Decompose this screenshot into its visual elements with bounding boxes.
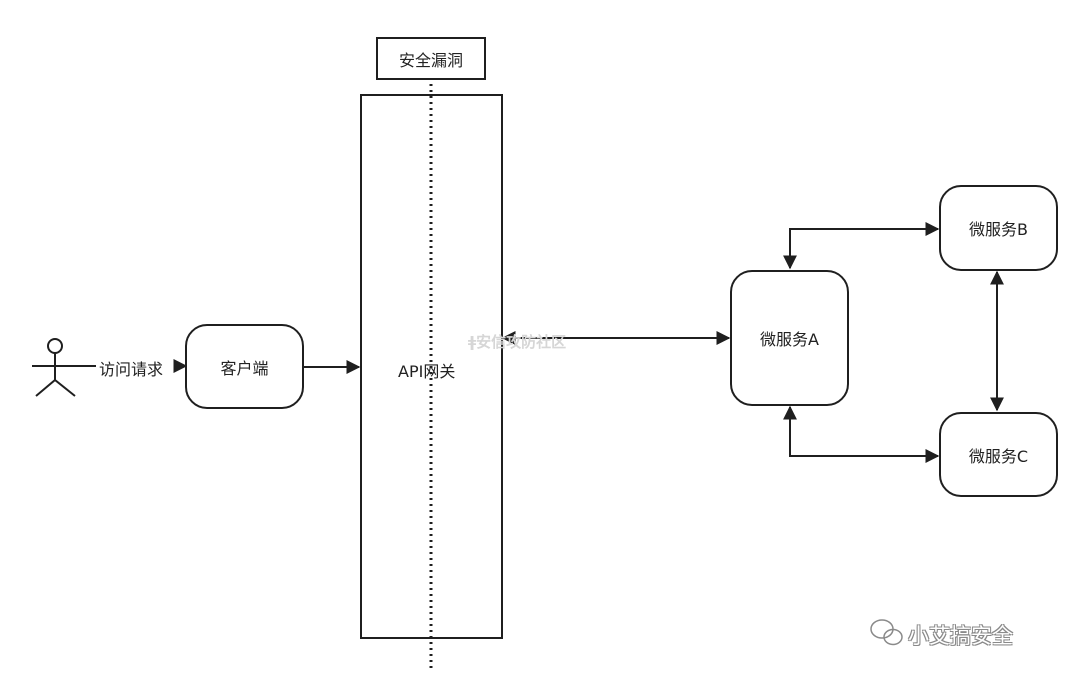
wechat-logo-icon <box>870 619 903 646</box>
access-request-label: 访问请求 <box>99 360 164 379</box>
client-box[interactable]: 客户端 <box>185 324 304 409</box>
vulnerability-tag: 安全漏洞 <box>376 37 486 80</box>
faint-watermark: ǂ安信攻防社区 <box>468 333 567 351</box>
api-gateway-label: API网关 <box>398 362 456 381</box>
corner-watermark: 小艾搞安全 <box>908 624 1013 648</box>
client-label: 客户端 <box>220 358 269 378</box>
service-a-label: 微服务A <box>760 330 819 349</box>
service-b-box[interactable]: 微服务B <box>939 185 1058 271</box>
arrow-service-a-service-c <box>783 405 940 463</box>
vulnerability-label: 安全漏洞 <box>398 50 463 70</box>
arrow-service-a-service-b <box>783 222 940 270</box>
service-b-label: 微服务B <box>969 220 1028 239</box>
service-c-label: 微服务C <box>968 446 1029 466</box>
user-actor-icon <box>32 338 78 397</box>
service-c-box[interactable]: 微服务C <box>939 412 1058 497</box>
service-a-box[interactable]: 微服务A <box>730 270 849 406</box>
